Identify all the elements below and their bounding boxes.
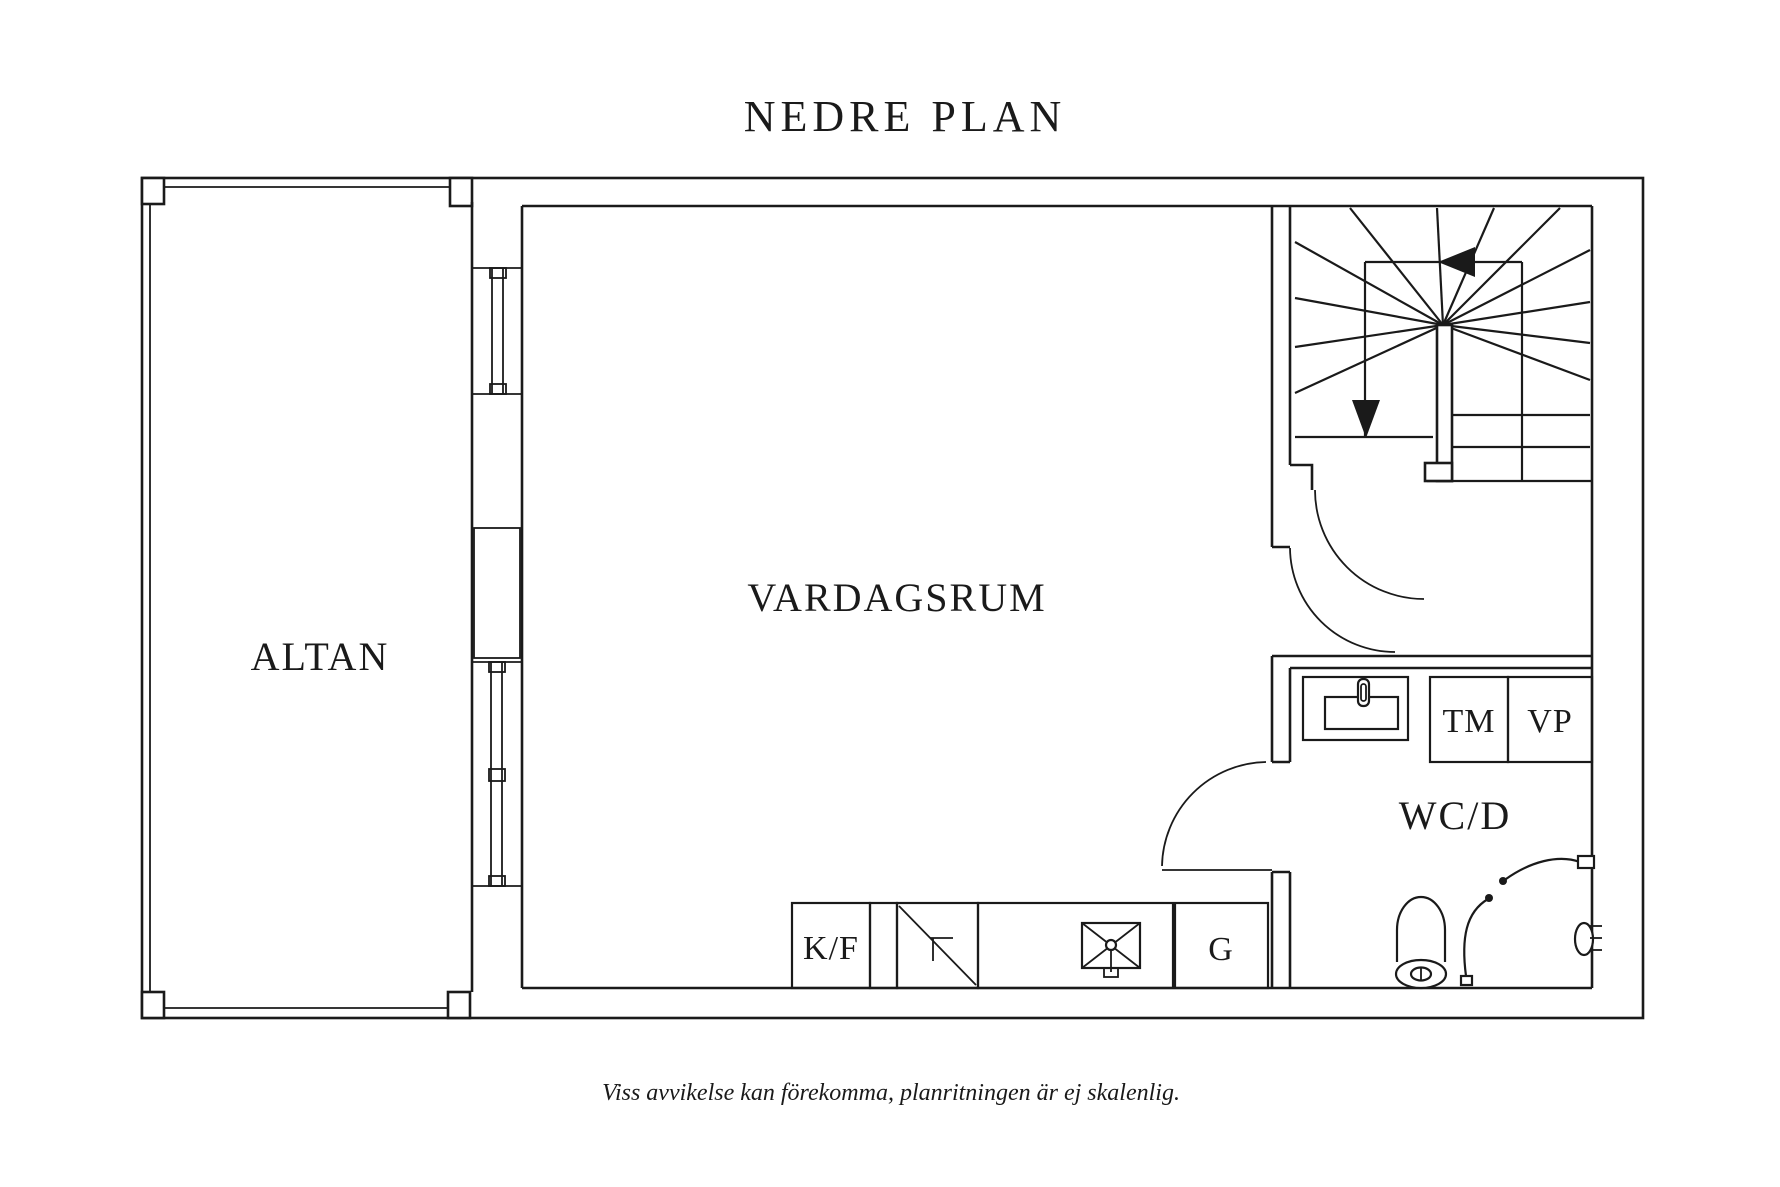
stair-up-arrow-icon: [1438, 247, 1475, 277]
terrace-door: [473, 527, 521, 659]
altan-railing: [140, 176, 474, 1020]
narrow-cabinet-box: [868, 901, 899, 990]
wc-door: [1161, 761, 1272, 871]
room-label-wcd: WC/D: [1399, 793, 1511, 838]
railing-post: [140, 176, 166, 206]
heat-pump-label: VP: [1527, 703, 1572, 740]
stair-divider-foot: [1423, 461, 1454, 483]
page-title: NEDRE PLAN: [744, 92, 1067, 141]
stair-door-arc: [1314, 489, 1425, 600]
kitchen-row: K/F G: [790, 901, 1270, 990]
counter-box: [976, 901, 1175, 990]
doors: [1161, 489, 1425, 871]
toilet-symbol: [1394, 895, 1448, 990]
sink-symbol: [1080, 921, 1142, 978]
window: [472, 661, 522, 887]
disclaimer-text: Viss avvikelse kan förekomma, planritnin…: [602, 1080, 1180, 1106]
shower-mixer-symbol: [1573, 921, 1602, 957]
room-label-altan: ALTAN: [251, 634, 390, 679]
railing-post: [448, 176, 474, 208]
railing-post: [140, 990, 166, 1020]
walls: [470, 202, 1594, 992]
room-label-vardagsrum: VARDAGSRUM: [747, 575, 1046, 620]
washing-machine-label: TM: [1443, 703, 1496, 740]
shower-curtain-symbol: [1459, 854, 1596, 987]
bathroom-sink: [1301, 675, 1410, 742]
stair-divider-wall: [1435, 323, 1454, 483]
fridge-freezer-label: K/F: [803, 930, 859, 967]
window: [472, 267, 522, 395]
railing-post: [446, 990, 472, 1020]
outer-perimeter: [140, 176, 1645, 1020]
wardrobe-label: G: [1208, 931, 1234, 968]
bathroom: TM VP: [1301, 675, 1602, 990]
hall-door-arc: [1289, 547, 1396, 653]
west-windows: [472, 267, 522, 887]
wardrobe-box: [1173, 901, 1270, 990]
stair-down-arrow-icon: [1352, 400, 1380, 438]
dishwasher-symbol: [898, 905, 977, 986]
staircase: [1294, 207, 1592, 483]
heat-pump-box: [1506, 675, 1594, 764]
